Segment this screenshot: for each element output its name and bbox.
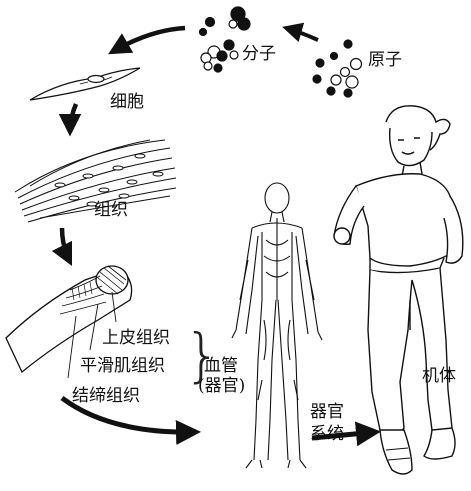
arrow-tissue-to-organ [51, 227, 73, 267]
label-atom: 原子 [368, 50, 402, 70]
label-blood-vessel: 血管 [204, 356, 238, 376]
leader-lines [67, 291, 117, 379]
organ-system-illustration [231, 182, 323, 469]
arrow-organ-to-system [60, 395, 201, 445]
molecules-illustration [198, 6, 251, 73]
atoms-illustration [312, 39, 363, 98]
label-smooth-muscle-tissue: 平滑肌组织 [80, 356, 165, 376]
label-epithelial-tissue: 上皮组织 [102, 328, 170, 348]
cell-illustration [29, 67, 141, 101]
label-organ-system-line2: 系统 [310, 424, 344, 444]
label-organ: (器官) [198, 376, 246, 396]
grouping-brace: } [184, 321, 221, 389]
tissue-illustration [14, 139, 177, 223]
arrow-system-to-organism [311, 421, 381, 447]
arrow-cell-to-tissue [58, 103, 82, 137]
organism-illustration [333, 105, 464, 475]
label-organ-system-line1: 器官 [310, 402, 344, 422]
label-molecule: 分子 [242, 44, 276, 64]
arrow-atom-to-molecule [282, 22, 319, 43]
label-organism: 机体 [422, 366, 456, 386]
blood-vessel-illustration [5, 265, 133, 374]
arrow-molecule-to-cell [108, 25, 186, 55]
label-tissue: 组织 [94, 200, 128, 220]
label-cell: 细胞 [110, 92, 144, 112]
label-connective-tissue: 结缔组织 [72, 386, 140, 406]
